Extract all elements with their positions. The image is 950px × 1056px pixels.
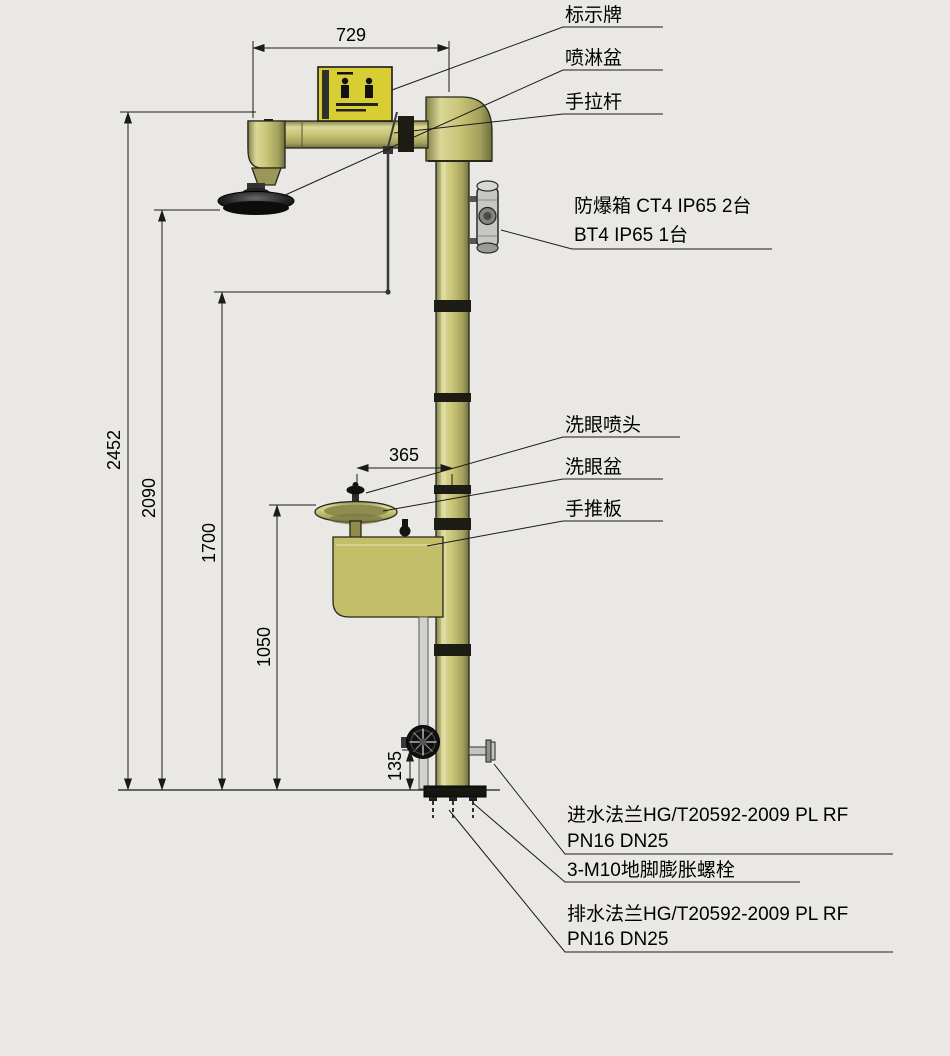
left-elbow [247,120,286,169]
leader-eyewash-bowl [382,478,663,512]
anchor-bolt-head [429,797,437,801]
box-bracket [469,196,478,202]
column-joint-band [434,518,471,530]
dimension-1050: 1050 [254,504,316,791]
leader-eyewash-nozzle [365,436,680,494]
anchor-bolt-head [449,797,457,801]
drain-valve [401,725,440,759]
leader-push-plate [426,520,663,547]
rod-fitting [383,146,393,154]
shower-head-rim [223,201,289,215]
plate-fitting-stem [402,519,408,528]
dimension-text: 365 [389,445,419,465]
drain-pipe [418,616,429,790]
inlet-stub [468,746,487,756]
label-shower-head: 喷淋盆 [565,47,622,69]
eyewash-bowl [314,500,398,539]
sign-pictogram [337,72,353,75]
leader-anchor-bolts [472,802,800,883]
anchor-bolt-head [469,797,477,801]
label-inlet-flange-2: PN16 DN25 [567,831,668,852]
label-drain-flange-2: PN16 DN25 [567,929,668,950]
box-bracket [469,238,478,244]
nozzle-cap [346,485,365,495]
box-top-cap [476,180,499,192]
leader-pull-rod [393,113,663,134]
dimension-text: 135 [385,751,405,781]
dimension-lines: 729 2452 2090 1700 1050 [104,25,453,791]
leader-sign-plate [391,26,663,91]
dimension-135: 135 [385,749,418,791]
dimension-text: 1050 [254,627,274,667]
eyewash-nozzle [346,482,365,504]
dimension-1700: 1700 [199,291,386,791]
bowl-stem [349,520,362,539]
label-explosion-box-2: BT4 IP65 1台 [574,224,688,246]
dimension-text: 1700 [199,523,219,563]
inlet-flange-plate [485,739,492,763]
dimension-text: 2090 [139,478,159,518]
sign-pictogram [365,85,373,98]
leader-lines [282,26,893,953]
label-drain-flange-1: 排水法兰HG/T20592-2009 PL RF [567,903,848,925]
bowl-underside [329,513,383,525]
sign-text-mark [336,109,366,112]
label-anchor-bolts: 3-M10地脚膨胀螺栓 [567,859,735,881]
column-highlight [441,158,446,786]
rod-end [385,289,391,295]
dimension-text: 729 [336,25,366,45]
sign-plate-board [317,66,393,122]
shower-head-stem [247,183,265,192]
column-joint-band [434,393,471,402]
column-joint-band [434,644,471,656]
hand-pull-rod [383,111,398,295]
leader-inlet-flange [493,763,893,855]
push-plate-body [332,536,444,618]
dimension-2090: 2090 [139,209,220,791]
valve-hub [419,738,427,746]
valve-stem [401,737,411,748]
label-pull-rod: 手拉杆 [565,91,622,113]
label-explosion-box-1: 防爆箱 CT4 IP65 2台 [574,195,751,217]
column-joint-band [434,300,471,312]
plate-fitting [399,525,411,537]
station-structure [118,66,500,818]
sign-pictogram [341,85,349,98]
hand-push-plate [332,519,444,618]
base-plate [423,785,487,798]
sign-plate [317,66,393,122]
label-sign-plate: 标示牌 [565,4,622,26]
arm-coupling [398,116,414,152]
label-eyewash-bowl: 洗眼盆 [565,456,622,478]
label-inlet-flange-1: 进水法兰HG/T20592-2009 PL RF [567,804,848,826]
dimension-365: 365 [356,445,453,492]
top-elbow [425,96,493,162]
inlet-flange [468,739,496,763]
shower-head [217,183,295,215]
base-flange [423,785,487,818]
sign-plate-post [322,70,329,119]
inlet-flange-face [490,741,496,761]
dimension-2452: 2452 [104,111,256,791]
callout-labels: 标示牌 喷淋盆 手拉杆 防爆箱 CT4 IP65 2台 BT4 IP65 1台 … [565,4,848,950]
nozzle-stem [352,492,359,504]
leader-drain-flange [448,809,893,953]
dimension-text: 2452 [104,430,124,470]
label-push-plate: 手推板 [565,498,622,520]
explosion-proof-box [469,180,499,254]
shower-neck [251,167,282,186]
label-eyewash-nozzle: 洗眼喷头 [565,414,641,436]
leader-shower-head [282,69,663,197]
leader-explosion-box [500,229,772,250]
sign-pictogram [341,77,349,85]
sign-text-mark [336,103,378,106]
dimension-729: 729 [252,25,450,118]
sign-pictogram [365,77,373,85]
rod-linkage [387,111,398,148]
bowl-inner [324,504,388,518]
box-lens-center [483,212,492,220]
box-bottom-cap [476,242,499,254]
